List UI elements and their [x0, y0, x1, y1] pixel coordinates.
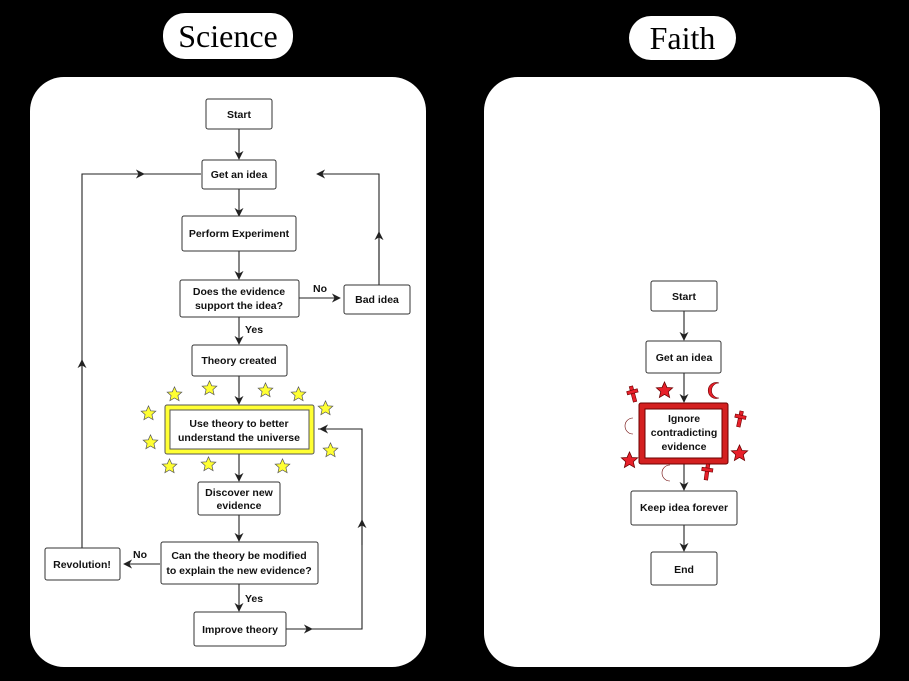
ignore-evidence-box: Ignore contradicting evidence [638, 402, 729, 465]
faith-title: Faith [629, 16, 736, 60]
star-icon [290, 386, 307, 402]
faith-idea-box: Get an idea [645, 340, 722, 374]
star-icon [140, 405, 157, 421]
science-connectors [77, 129, 384, 634]
star-icon [201, 380, 218, 396]
no-label-2: No [133, 549, 147, 561]
line-improve-to-use [286, 428, 363, 630]
revolution-label: Revolution! [53, 559, 111, 571]
religious-symbols [620, 381, 749, 482]
use-theory-line1: Use theory to better [189, 418, 288, 430]
yes-label-1: Yes [245, 324, 263, 336]
discover-box: Discover new evidence [197, 481, 281, 516]
discover-line1: Discover new [205, 487, 274, 499]
theory-created-label: Theory created [201, 355, 276, 367]
discover-line2: evidence [217, 500, 262, 512]
cross-icon [701, 463, 714, 481]
line-revolution-to-idea [81, 173, 201, 548]
ignore-line3: evidence [662, 441, 707, 453]
yes-label-2: Yes [245, 593, 263, 605]
evidence-question-line2: support the idea? [195, 300, 283, 312]
revolution-box: Revolution! [44, 547, 121, 581]
star-icon [655, 381, 674, 398]
ignore-line2: contradicting [651, 427, 718, 439]
cross-icon [734, 410, 747, 428]
use-theory-line2: understand the universe [178, 432, 300, 444]
crescent-icon [624, 417, 634, 435]
faith-start-label: Start [672, 291, 696, 303]
science-title: Science [163, 13, 293, 59]
faith-idea-label: Get an idea [656, 352, 713, 364]
crescent-icon [661, 464, 671, 482]
science-idea-box: Get an idea [201, 159, 277, 190]
no-label-1: No [313, 283, 327, 295]
ignore-line1: Ignore [668, 413, 700, 425]
star-icon [166, 386, 183, 402]
improve-theory-label: Improve theory [202, 624, 278, 636]
science-idea-label: Get an idea [211, 169, 268, 181]
faith-start-box: Start [650, 280, 718, 312]
end-label: End [674, 564, 694, 576]
star-icon [142, 434, 159, 450]
use-theory-box: Use theory to better understand the univ… [164, 404, 315, 455]
science-start-label: Start [227, 109, 251, 121]
keep-idea-label: Keep idea forever [640, 502, 728, 514]
bad-idea-box: Bad idea [343, 284, 411, 315]
improve-theory-box: Improve theory [193, 611, 287, 647]
star-icon [730, 444, 749, 461]
crescent-icon [707, 382, 720, 399]
star-icon [322, 442, 339, 458]
modify-question-line1: Can the theory be modified [171, 550, 306, 562]
line-bad-idea-to-idea [320, 173, 380, 285]
end-box: End [650, 551, 718, 586]
science-start-box: Start [205, 98, 273, 130]
bad-idea-label: Bad idea [355, 294, 399, 306]
star-icon [620, 451, 639, 468]
keep-idea-box: Keep idea forever [630, 490, 738, 526]
evidence-question-line1: Does the evidence [193, 286, 285, 298]
theory-created-box: Theory created [191, 344, 288, 377]
modify-question-line2: to explain the new evidence? [166, 565, 311, 577]
experiment-box: Perform Experiment [181, 215, 297, 252]
evidence-question-box: Does the evidence support the idea? [179, 279, 300, 318]
experiment-label: Perform Experiment [189, 228, 290, 240]
cross-icon [626, 385, 639, 403]
star-icon [274, 458, 291, 474]
star-icon [317, 400, 334, 416]
modify-question-box: Can the theory be modified to explain th… [160, 541, 319, 585]
star-icon [161, 458, 178, 474]
star-icon [200, 456, 217, 472]
star-icon [257, 382, 274, 398]
